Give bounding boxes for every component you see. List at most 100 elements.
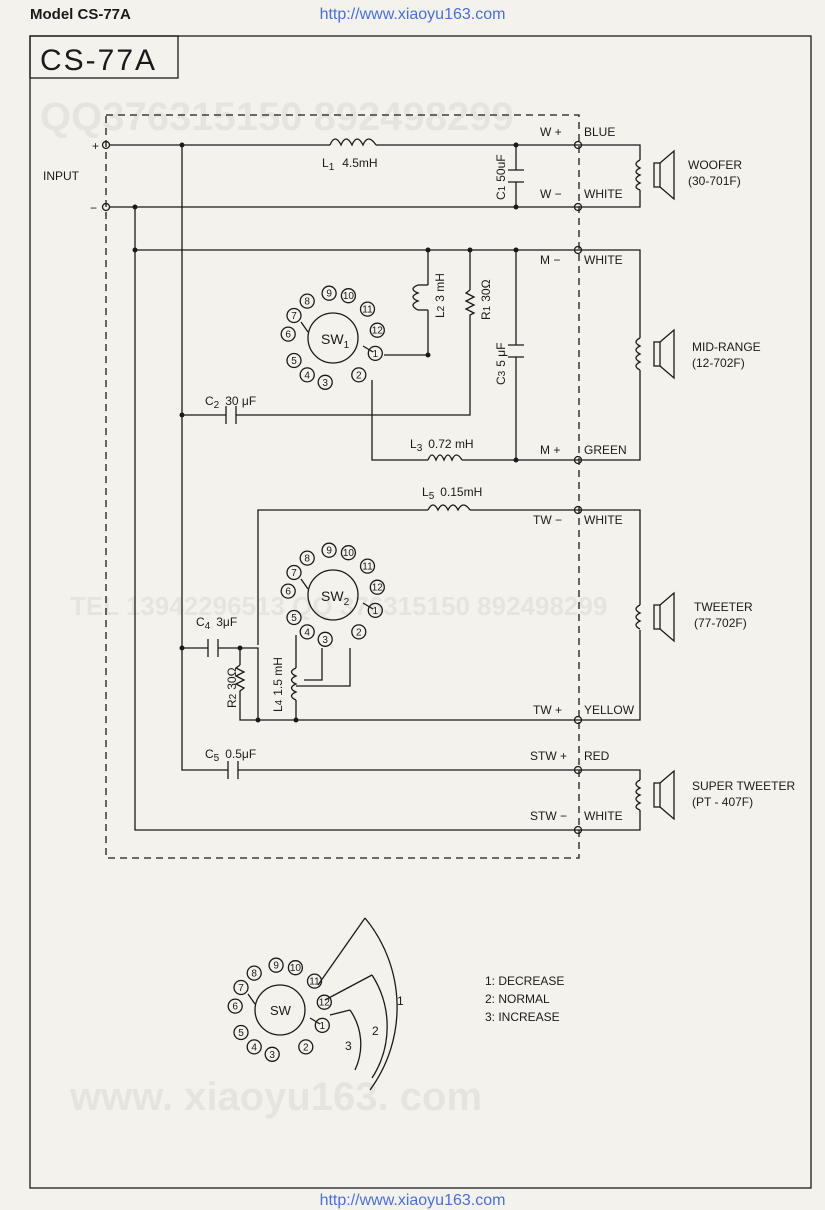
switch-position-1[interactable] bbox=[367, 345, 383, 362]
r1-label: R130Ω bbox=[479, 279, 493, 320]
switch-position-4[interactable] bbox=[299, 624, 315, 640]
input-plus-terminal bbox=[101, 140, 111, 150]
switch-position-7[interactable] bbox=[233, 979, 249, 996]
inductor-l5 bbox=[427, 504, 471, 512]
switch-position-2[interactable] bbox=[351, 367, 367, 383]
c1-label: C150uF bbox=[494, 154, 508, 200]
switch-position-6[interactable] bbox=[280, 326, 296, 342]
switch-position-label-1: 1 bbox=[373, 606, 379, 617]
switch-position-label-3: 3 bbox=[322, 378, 328, 389]
svg-text:M −: M − bbox=[540, 253, 560, 267]
switch-position-5[interactable] bbox=[233, 1024, 249, 1041]
svg-text:M +: M + bbox=[540, 443, 560, 457]
switch-position-7[interactable] bbox=[286, 307, 302, 324]
input-minus: − bbox=[90, 201, 97, 215]
mid-model: (12-702F) bbox=[692, 356, 745, 370]
inductor-l4 bbox=[290, 667, 298, 701]
switch-position-label-1: 1 bbox=[373, 349, 379, 360]
switch-position-label-10: 10 bbox=[343, 291, 355, 302]
capacitor-c2 bbox=[225, 406, 237, 424]
switch-position-12[interactable] bbox=[369, 579, 385, 595]
speaker-mid bbox=[635, 328, 675, 380]
switch-position-10[interactable] bbox=[340, 545, 357, 561]
switch-position-4[interactable] bbox=[299, 367, 315, 383]
switch-position-12[interactable] bbox=[369, 322, 385, 338]
svg-text:WHITE: WHITE bbox=[584, 513, 623, 527]
switch-position-label-8: 8 bbox=[304, 554, 310, 565]
source-url-bottom[interactable]: http://www.xiaoyu163.com bbox=[319, 1192, 506, 1209]
wiring bbox=[110, 144, 641, 831]
switch-position-label-7: 7 bbox=[291, 568, 297, 579]
svg-text:WHITE: WHITE bbox=[584, 809, 623, 823]
switch-position-12[interactable] bbox=[316, 994, 332, 1010]
switch-position-8[interactable] bbox=[299, 293, 315, 309]
speaker-tweeter bbox=[635, 591, 675, 643]
inductor-l3 bbox=[427, 454, 463, 462]
switch-position-label-6: 6 bbox=[285, 330, 291, 341]
switch-position-2[interactable] bbox=[351, 624, 367, 640]
diagram-title: CS-77A bbox=[40, 44, 157, 77]
svg-text:STW −: STW − bbox=[530, 809, 567, 823]
legend-decrease: 1: DECREASE bbox=[485, 974, 564, 988]
source-url-top[interactable]: http://www.xiaoyu163.com bbox=[319, 6, 506, 23]
svg-text:W +: W + bbox=[540, 125, 562, 139]
switch-position-1[interactable] bbox=[314, 1017, 330, 1034]
switch-position-label-10: 10 bbox=[343, 548, 355, 559]
speaker-super-tweeter bbox=[635, 769, 675, 821]
switch-position-label-11: 11 bbox=[309, 977, 320, 988]
switch-position-3[interactable] bbox=[317, 374, 333, 390]
super-tweeter-model: (PT - 407F) bbox=[692, 795, 753, 809]
switch-position-label-2: 2 bbox=[356, 627, 362, 638]
switch-position-label-12: 12 bbox=[372, 326, 384, 337]
l2-label: L23 mH bbox=[433, 273, 447, 318]
svg-text:RED: RED bbox=[584, 749, 610, 763]
crossover-enclosure bbox=[105, 114, 580, 859]
inductor-l2 bbox=[412, 284, 420, 311]
terminal-labels: W + BLUE W − WHITE M − WHITE M + GREEN T… bbox=[530, 125, 635, 823]
switch-position-label-7: 7 bbox=[238, 983, 244, 994]
switch-position-5[interactable] bbox=[286, 352, 302, 369]
switch-position-label-3: 3 bbox=[269, 1050, 275, 1061]
switch-position-8[interactable] bbox=[299, 550, 315, 566]
switch-position-label-9: 9 bbox=[326, 546, 332, 557]
switch-position-label-2: 2 bbox=[303, 1042, 309, 1053]
switch-position-9[interactable] bbox=[321, 542, 337, 558]
switch-position-1[interactable] bbox=[367, 602, 383, 619]
model-label: Model CS-77A bbox=[30, 6, 131, 23]
switch-position-2[interactable] bbox=[298, 1039, 314, 1055]
capacitor-c5 bbox=[227, 761, 239, 779]
switch-position-10[interactable] bbox=[287, 960, 304, 976]
switch-position-label-9: 9 bbox=[273, 961, 279, 972]
switch-position-6[interactable] bbox=[280, 583, 296, 599]
switch-position-9[interactable] bbox=[321, 285, 337, 301]
switch-position-3[interactable] bbox=[264, 1046, 280, 1062]
switch-position-label-1: 1 bbox=[320, 1021, 326, 1032]
switch-position-11[interactable] bbox=[359, 301, 376, 317]
switch-position-7[interactable] bbox=[286, 564, 302, 581]
switch-position-6[interactable] bbox=[227, 998, 243, 1014]
tweeter-model: (77-702F) bbox=[694, 616, 747, 630]
switch-position-11[interactable] bbox=[359, 558, 376, 574]
switch-position-label-2: 2 bbox=[356, 370, 362, 381]
resistor-r2 bbox=[234, 664, 246, 695]
switch-position-10[interactable] bbox=[340, 288, 357, 304]
junctions bbox=[132, 142, 519, 723]
resistor-r1 bbox=[464, 289, 476, 325]
switch-position-9[interactable] bbox=[268, 957, 284, 973]
woofer-name: WOOFER bbox=[688, 158, 742, 172]
switch-position-4[interactable] bbox=[246, 1039, 262, 1055]
switch-position-label-6: 6 bbox=[285, 587, 291, 598]
switch-position-label-10: 10 bbox=[290, 963, 302, 974]
switch-position-5[interactable] bbox=[286, 609, 302, 626]
woofer-model: (30-701F) bbox=[688, 174, 741, 188]
switch-position-label-4: 4 bbox=[304, 627, 310, 638]
switch-position-8[interactable] bbox=[246, 965, 262, 981]
switch-position-label-5: 5 bbox=[238, 1028, 244, 1039]
switch-position-label-9: 9 bbox=[326, 289, 332, 300]
switch-position-3[interactable] bbox=[317, 631, 333, 647]
input-label: INPUT bbox=[43, 169, 80, 183]
